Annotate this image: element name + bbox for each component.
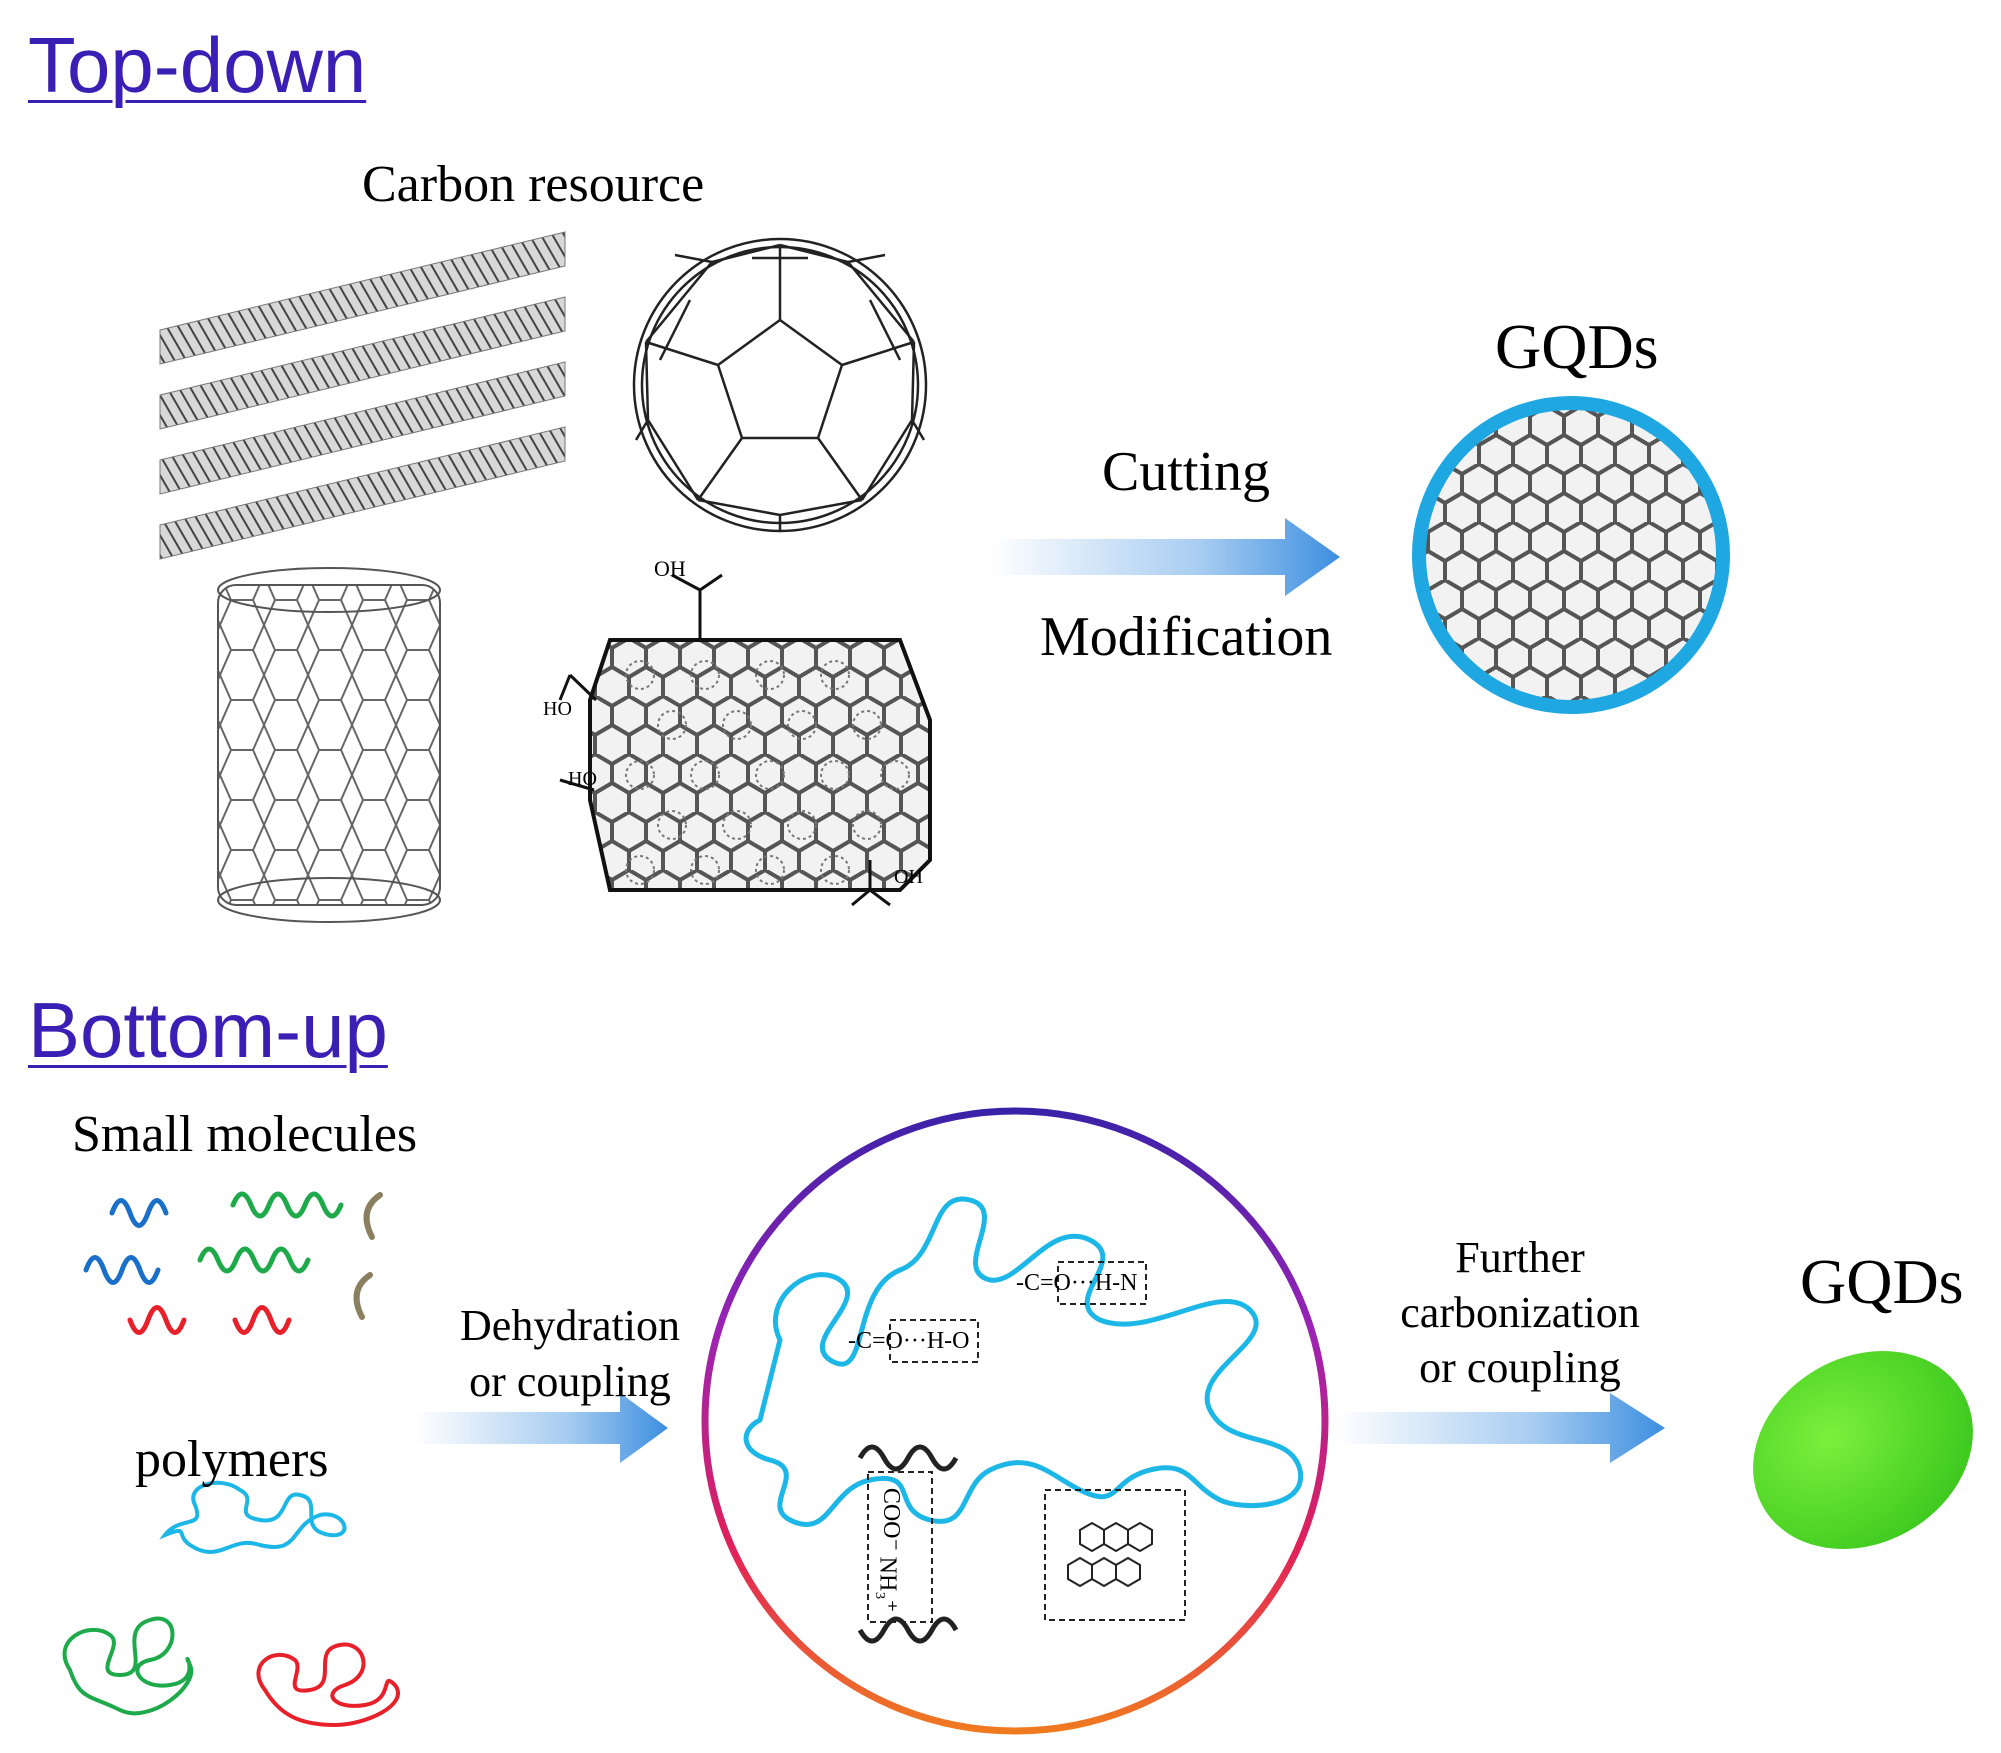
dehydration-line-2: or coupling: [469, 1357, 671, 1406]
hbond-label-1: -C=O···H-O: [848, 1328, 970, 1354]
hbond-box-2: [1057, 1261, 1147, 1305]
graphite-stack-icon: [159, 231, 566, 560]
small-molecules-label: Small molecules: [72, 1106, 418, 1163]
gqd-lattice-icon: [1412, 396, 1730, 714]
bottom-up-heading: Bottom-up: [28, 986, 388, 1074]
carbon-resource-label: Carbon resource: [362, 156, 705, 213]
dehydration-arrow: [415, 1393, 668, 1463]
polymers-icon: [62, 1480, 400, 1728]
aromatic-stack-box: [1044, 1489, 1186, 1621]
carbonization-line-2: carbonization: [1400, 1288, 1640, 1337]
carbon-nanotube-icon: [217, 567, 441, 923]
gqd-green-dot-icon: [1753, 1351, 1973, 1549]
oh-label-2: OH: [894, 866, 923, 888]
reaction-circle: [701, 1107, 1329, 1735]
modification-label: Modification: [1040, 606, 1333, 668]
carbonization-arrow: [1335, 1393, 1665, 1463]
carbonization-line-3: or coupling: [1419, 1343, 1621, 1392]
carbonization-label: Further carbonization or coupling: [1375, 1230, 1665, 1395]
oh-label-1: OH: [654, 556, 686, 581]
dehydration-line-1: Dehydration: [460, 1301, 680, 1350]
cutting-arrow: [990, 518, 1340, 596]
cutting-label: Cutting: [1102, 441, 1271, 503]
small-molecules-icon: [83, 1191, 383, 1335]
carbonization-line-1: Further: [1455, 1233, 1585, 1282]
ionic-label-bottom: NH₃⁺: [874, 1556, 901, 1613]
gqds-top-label: GQDs: [1495, 311, 1659, 382]
ionic-pair-box: [867, 1471, 933, 1623]
graphene-oxide-icon: [558, 573, 932, 907]
ionic-label-top: COO⁻: [878, 1487, 905, 1552]
ho-label-1: HO: [543, 698, 572, 720]
top-down-heading: Top-down: [28, 21, 367, 109]
hbond-label-2: -C=O···H-N: [1016, 1270, 1138, 1296]
gqds-bottom-label: GQDs: [1800, 1246, 1964, 1317]
hbond-box-1: [889, 1319, 979, 1363]
polymers-label: polymers: [135, 1431, 329, 1488]
fullerene-icon: [632, 237, 928, 533]
dehydration-label: Dehydration or coupling: [440, 1298, 700, 1410]
ho-label-2: HO: [568, 768, 597, 790]
